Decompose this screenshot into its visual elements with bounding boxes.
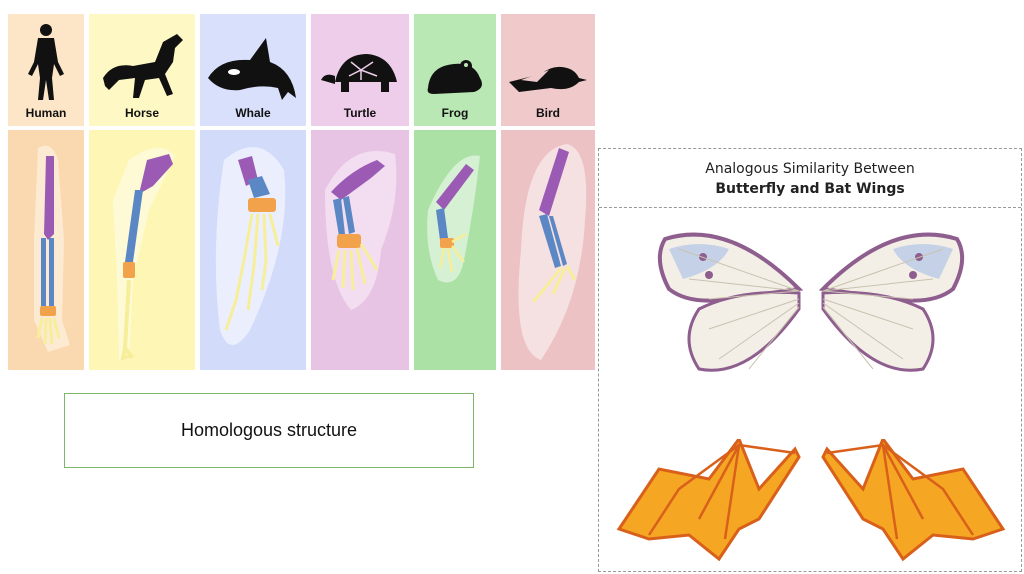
horse-limb-panel [89,130,195,370]
whale-panel: Whale [200,14,306,126]
butterfly-wings [657,232,965,372]
bird-panel: Bird [501,14,595,126]
bird-limb-panel [501,130,595,370]
horse-silhouette-icon [103,34,183,98]
animal-label-whale: Whale [235,106,271,120]
animal-label-horse: Horse [124,106,159,120]
bat-wings [616,439,1006,562]
bat-left-wing [616,439,801,562]
bird-wing-bones [518,144,587,360]
turtle-leg-bones [325,150,397,310]
turtle-panel: Turtle [311,14,409,126]
caption-box: Homologous structure [64,393,474,468]
butterfly-left-wing [657,232,804,372]
whale-flipper-bones [215,147,286,345]
analogy-title: Analogous Similarity Between Butterfly a… [599,159,1021,199]
animal-label-frog: Frog [441,106,469,120]
analogy-title-line2: Butterfly and Bat Wings [715,181,905,197]
human-arm-bones [34,145,70,352]
frog-limb-panel [414,130,496,370]
whale-silhouette-icon [208,38,296,100]
human-panel: Human [8,14,84,126]
bat-right-wing [821,439,1006,562]
bird-silhouette-icon [509,66,587,92]
frog-panel: Frog [414,14,496,126]
animal-label-turtle: Turtle [343,106,377,120]
analogy-panel: Analogous Similarity Between Butterfly a… [598,148,1022,572]
analogy-divider [599,207,1021,208]
analogy-title-line1: Analogous Similarity Between [705,161,915,177]
animal-label-bird: Bird [536,106,560,120]
horse-panel: Horse [89,14,195,126]
turtle-limb-panel [311,130,409,370]
frog-leg-bones [427,155,480,283]
whale-limb-panel [200,130,306,370]
human-silhouette-icon [28,24,64,100]
animal-label-human: Human [25,106,67,120]
caption-text: Homologous structure [180,420,358,440]
human-limb-panel [8,130,84,370]
turtle-silhouette-icon [321,54,397,92]
horse-leg-bones [113,147,175,361]
butterfly-right-wing [818,232,965,372]
frog-silhouette-icon [427,60,482,94]
